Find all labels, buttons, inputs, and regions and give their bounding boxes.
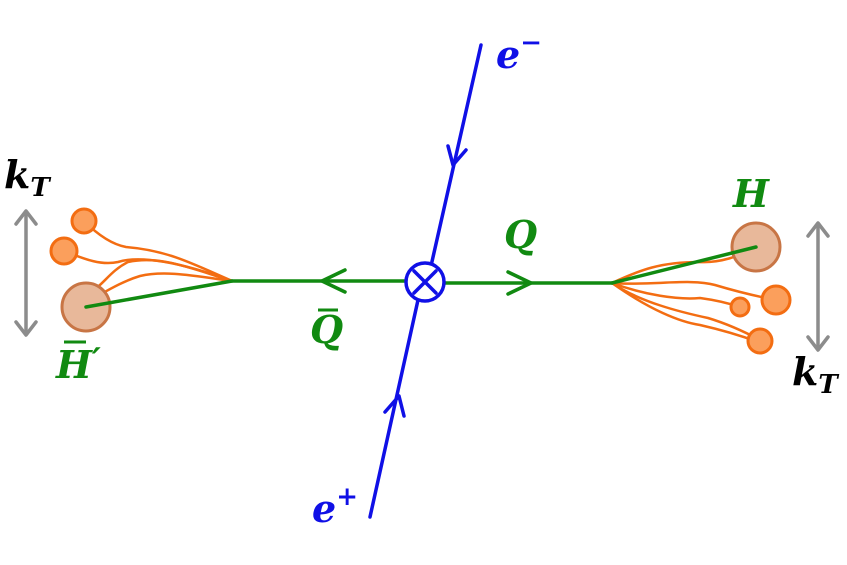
- arrowhead-icon: [320, 268, 347, 294]
- arrowhead-icon: [506, 270, 533, 296]
- positron-label-sup: +: [336, 482, 358, 512]
- double-arrow-icon: [14, 209, 38, 337]
- kt-label-right-sub: T: [818, 370, 839, 400]
- arrowhead-icon: [383, 394, 406, 418]
- antiquark-label: Q: [310, 307, 343, 352]
- electron-label: e−: [496, 28, 542, 77]
- circle-times-icon: [404, 261, 446, 303]
- electron-line: [429, 43, 483, 268]
- left-fan-line: [82, 219, 234, 283]
- light-hadron: [746, 327, 774, 355]
- positron-line: [368, 298, 420, 519]
- right-fan-line: [610, 281, 762, 342]
- left-fan-line: [88, 272, 234, 302]
- left-fan-line: [92, 258, 234, 292]
- light-hadrons: [49, 207, 792, 355]
- right-fan-line: [610, 281, 760, 344]
- light-hadron: [729, 296, 751, 318]
- electron-label-sup: −: [520, 28, 542, 58]
- right-fan-line: [610, 280, 778, 302]
- kt-label-left-sub: T: [30, 173, 51, 203]
- hadron-right-label: H: [732, 171, 770, 216]
- hadron-left-label: H′: [55, 341, 101, 387]
- quark-to-hadron: [610, 245, 758, 285]
- hadron-left-prime: ′: [92, 341, 101, 381]
- antiquark-to-hadron: [84, 279, 234, 309]
- kt-label-left: kT: [4, 152, 51, 203]
- lepton-line: [368, 43, 483, 519]
- arrowhead-icon: [446, 144, 468, 167]
- positron-label: e+: [312, 482, 358, 531]
- quark-label: Q: [504, 212, 537, 257]
- light-hadron: [760, 284, 792, 316]
- light-hadron: [49, 236, 79, 266]
- double-arrow-icon: [806, 221, 830, 352]
- kt-label-right: kT: [792, 349, 839, 400]
- right-fan-line: [610, 281, 742, 309]
- light-hadron: [70, 207, 98, 235]
